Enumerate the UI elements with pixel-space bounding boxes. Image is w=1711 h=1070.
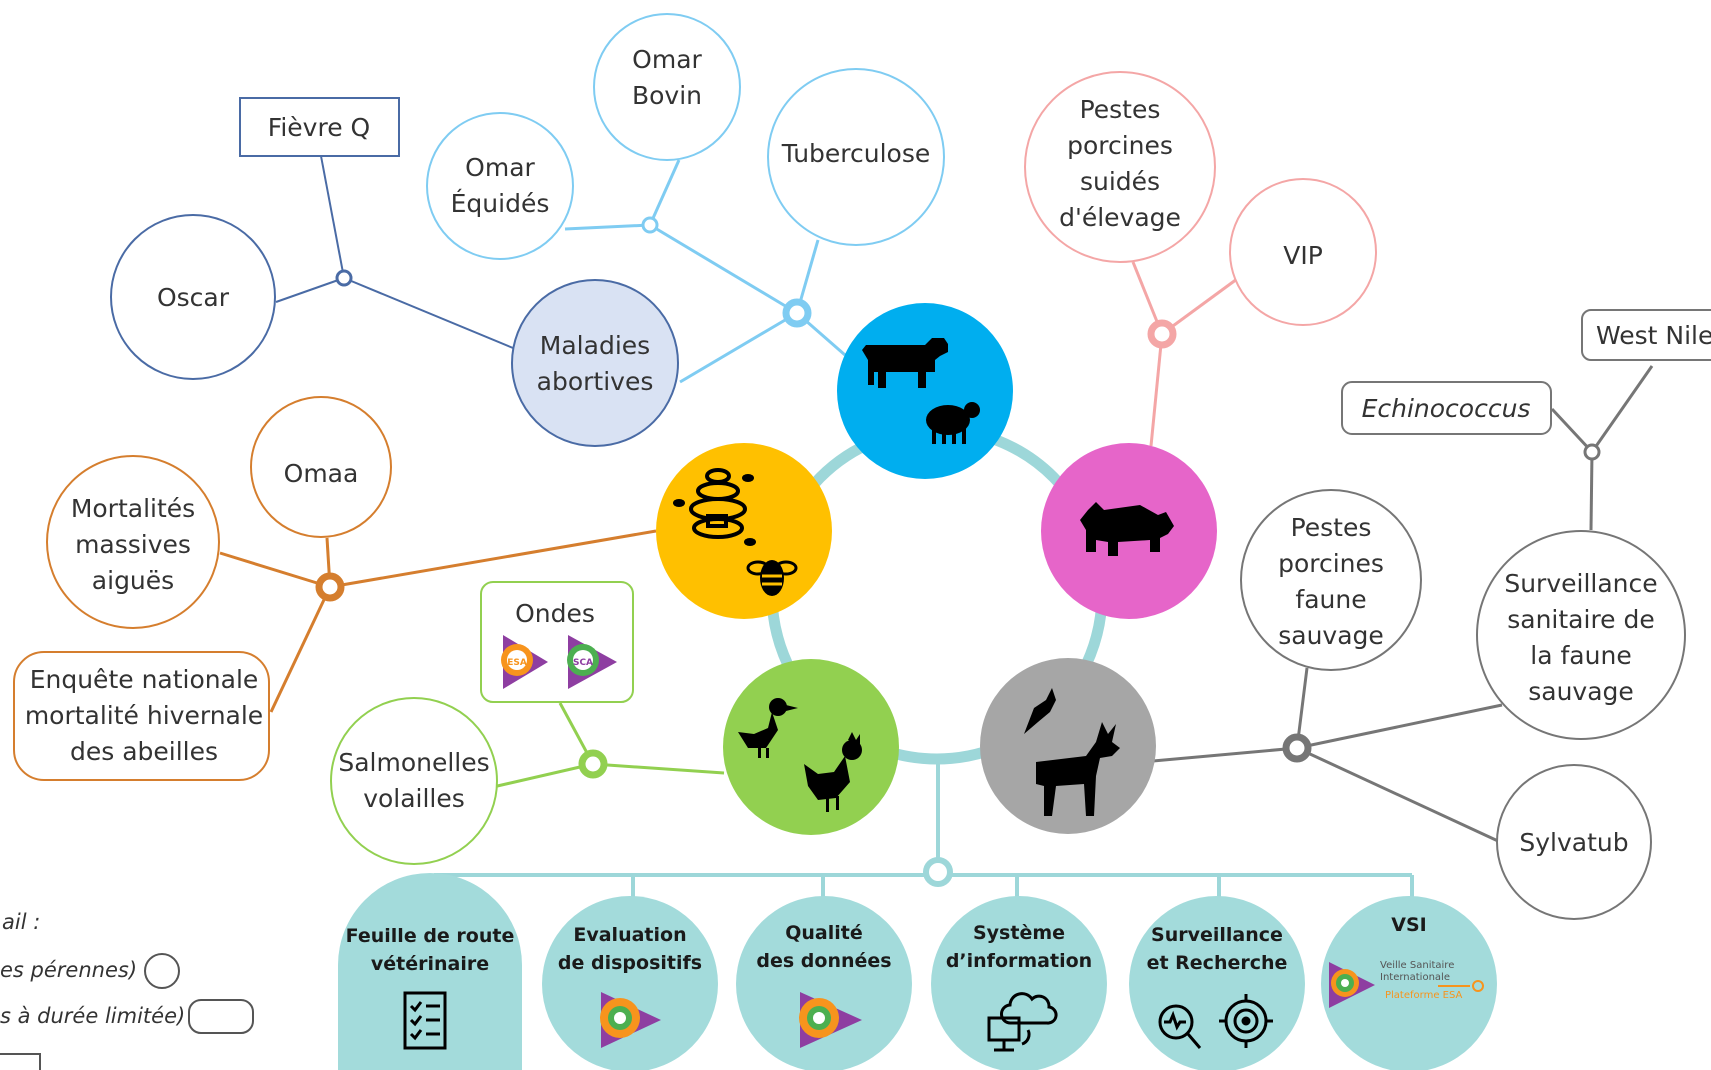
duck-rooster-icon	[738, 698, 862, 812]
node-omaa-circle	[250, 396, 392, 538]
search-target-icon	[1158, 994, 1273, 1049]
svg-text:Internationale: Internationale	[1380, 972, 1450, 983]
vsi-logo-icon: Veille Sanitaire Internationale Platefor…	[1329, 960, 1484, 1008]
junction-dot	[315, 572, 345, 602]
node-echinococcus-label: Echinococcus	[1362, 394, 1531, 423]
hub-bee	[656, 443, 832, 619]
hub-wildlife	[980, 658, 1156, 834]
beehive-bee-icon	[673, 468, 798, 596]
esa-logo-icon	[799, 992, 862, 1048]
node-sylvatub-circle	[1496, 764, 1652, 920]
cloud-computer-icon	[987, 992, 1058, 1052]
node-tuberculose-label: Tuberculose	[781, 139, 931, 168]
node-pestes-elevage-circle	[1024, 71, 1216, 263]
node-oscar-label: Oscar	[157, 283, 230, 312]
svg-text:SCA: SCA	[573, 658, 593, 668]
abortive-branch-lines	[275, 155, 514, 349]
pig-icon	[1080, 502, 1174, 556]
svg-text:ESA: ESA	[507, 658, 527, 668]
junction-dot	[641, 216, 659, 234]
legend-partial-box	[0, 1053, 41, 1070]
node-sylvatub-label: Sylvatub	[1519, 828, 1628, 857]
node-west-nile-box	[1581, 309, 1711, 361]
junction-dot	[1583, 443, 1601, 461]
cow-sheep-icon	[862, 338, 980, 444]
legend-limited-label: s à durée limitée)	[0, 1004, 185, 1028]
pig-branch-lines	[1131, 261, 1238, 447]
checklist-icon	[403, 991, 447, 1050]
node-maladies-abortives-circle	[511, 279, 679, 447]
hub-poultry	[723, 659, 899, 835]
bee-branch-lines	[219, 529, 657, 713]
legend-title: ail :	[2, 910, 40, 934]
esa-logo-icon	[600, 992, 661, 1048]
node-omaa-label: Omaa	[284, 459, 359, 488]
bird-deer-icon	[1024, 688, 1120, 816]
esa-badge-logo: ESA	[501, 635, 548, 689]
hub-cattle	[837, 303, 1013, 479]
axes-branch-lines	[432, 760, 1414, 903]
node-fievre-q-label: Fièvre Q	[268, 113, 370, 142]
svg-text:Plateforme ESA: Plateforme ESA	[1385, 990, 1463, 1001]
node-pestes-faune-circle	[1240, 489, 1422, 671]
junction-dot	[923, 857, 953, 887]
junction-dot	[335, 269, 353, 287]
node-ondes-label: Ondes	[515, 599, 595, 628]
junction-dot	[1147, 319, 1177, 349]
node-echinococcus-box	[1341, 381, 1552, 435]
junction-dot	[1282, 733, 1312, 763]
legend: ail : es pérennes) s à durée limitée)	[0, 910, 254, 1070]
node-west-nile-label: West Nile	[1596, 321, 1711, 350]
svg-text:VSI: VSI	[1391, 914, 1426, 936]
node-oscar-circle	[110, 214, 276, 380]
node-omar-bovin-circle	[593, 13, 741, 161]
node-vip-circle	[1229, 178, 1377, 326]
node-surveillance-faune-circle	[1476, 530, 1686, 740]
hub-pig	[1041, 443, 1217, 619]
legend-perennial-symbol	[144, 953, 180, 989]
poultry-branch-lines	[492, 702, 725, 789]
sca-badge-logo: SCA	[567, 635, 617, 689]
legend-perennial-label: es pérennes)	[0, 958, 137, 982]
junction-dot	[578, 749, 608, 779]
node-tuberculose-circle	[767, 68, 945, 246]
axis-vsi: VSI Veille Sanitaire Internationale Plat…	[1321, 896, 1497, 1070]
junction-dot	[782, 298, 812, 328]
legend-limited-symbol	[188, 999, 254, 1034]
svg-text:Veille Sanitaire: Veille Sanitaire	[1380, 960, 1454, 971]
node-enquete-box	[13, 651, 270, 781]
node-ondes: Ondes ESA SCA	[480, 581, 634, 703]
node-salmonelles-circle	[330, 697, 498, 865]
node-fievre-q-box	[239, 97, 400, 157]
node-omar-equides-circle	[426, 112, 574, 260]
node-vip-label: VIP	[1283, 241, 1323, 270]
wildlife-branch-lines	[1152, 365, 1654, 843]
node-mortalites-circle	[46, 455, 220, 629]
